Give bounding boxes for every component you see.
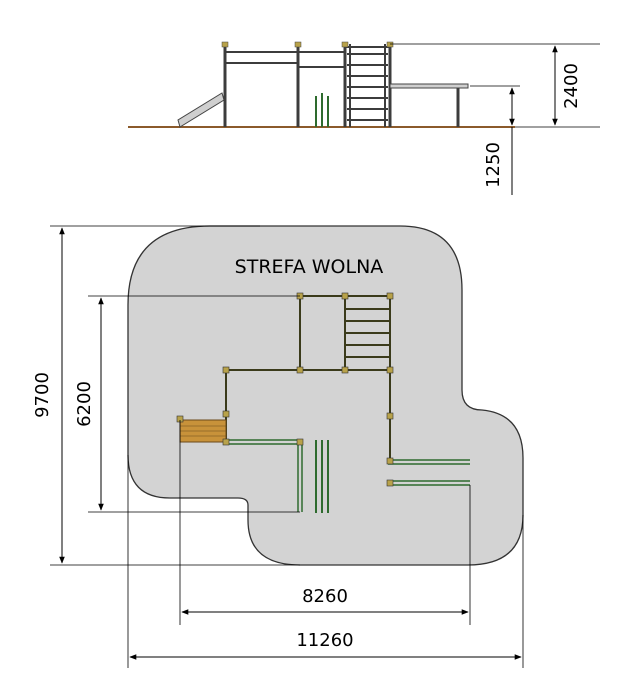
plan-deck <box>179 419 227 443</box>
dim-label-2400: 2400 <box>561 63 582 109</box>
dim-label-9700: 9700 <box>32 372 53 418</box>
dim-label-1250: 1250 <box>483 142 504 188</box>
dim-label-8260: 8260 <box>302 586 348 607</box>
plan-joints <box>176 292 394 487</box>
elevation-poles <box>315 93 329 127</box>
plan-ladder <box>345 308 390 358</box>
elevation-ladder <box>347 44 388 127</box>
elevation-platform <box>389 83 469 89</box>
dim-label-11260: 11260 <box>296 630 353 651</box>
elevation-ramp <box>177 92 225 128</box>
structure-double-rails <box>226 439 470 512</box>
elevation-extension-lines <box>390 43 600 128</box>
free-zone-label: STREFA WOLNA <box>235 256 384 278</box>
elevation-beams <box>225 46 390 68</box>
plan-view: STREFA WOLNA <box>32 225 524 668</box>
elevation-joints <box>221 41 394 48</box>
dim-label-6200: 6200 <box>74 381 95 427</box>
elevation-view: 2400 1250 <box>128 41 600 195</box>
plan-extension-lines <box>50 225 524 668</box>
plan-poles <box>315 440 329 513</box>
